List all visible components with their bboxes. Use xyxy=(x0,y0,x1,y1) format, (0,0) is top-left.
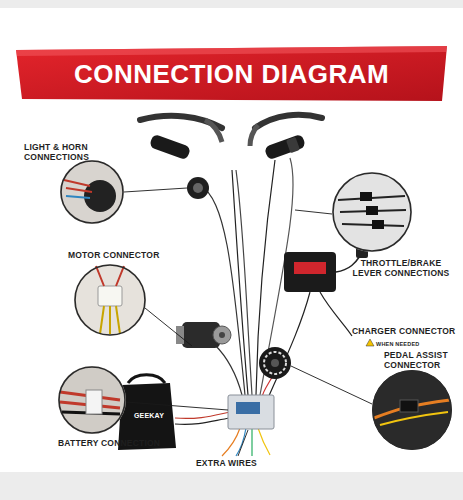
pedal-sensor xyxy=(259,347,291,379)
callout-label: PEDAL ASSIST CONNECTOR xyxy=(384,350,456,370)
banner-title: CONNECTION DIAGRAM xyxy=(20,58,443,90)
callout-outline xyxy=(58,366,126,434)
callout-circle: BATTERY CONNECTION xyxy=(58,366,126,434)
callout-photos xyxy=(58,160,452,450)
callout-label: THROTTLE/BRAKE LEVER CONNECTIONS xyxy=(345,258,457,278)
callout-ring xyxy=(333,173,411,251)
top-strip xyxy=(0,0,463,8)
callout-outline xyxy=(332,172,412,252)
callout-circle: LIGHT & HORN CONNECTIONS xyxy=(60,160,124,224)
charger xyxy=(284,244,368,336)
callout-outline xyxy=(60,160,124,224)
callout-circle: PEDAL ASSIST CONNECTOR xyxy=(372,370,452,450)
callout-label: MOTOR CONNECTOR xyxy=(68,250,168,260)
callout-label: LIGHT & HORN CONNECTIONS xyxy=(24,142,102,162)
banner-highlight xyxy=(16,46,447,56)
bottom-strip xyxy=(0,472,463,500)
callout-ring xyxy=(59,367,125,433)
handlebar-controls xyxy=(140,115,322,199)
warning-icon xyxy=(366,339,374,346)
controller xyxy=(228,395,274,429)
callout-circle: MOTOR CONNECTOR xyxy=(74,264,146,336)
callout-ring xyxy=(75,265,145,335)
callout-label: BATTERY CONNECTION xyxy=(58,438,168,448)
motor xyxy=(176,322,231,348)
title-banner xyxy=(16,46,447,101)
callout-ring xyxy=(61,161,123,223)
callout-ring xyxy=(373,371,451,449)
callout-outline xyxy=(74,264,146,336)
callout-outline xyxy=(372,370,452,450)
part-label: CHARGER CONNECTOR xyxy=(352,326,462,336)
callout-circle: THROTTLE/BRAKE LEVER CONNECTIONS xyxy=(332,172,412,252)
wiring xyxy=(175,158,310,456)
note-label: WHEN NEEDED xyxy=(376,339,436,349)
brand-label: GEEKAY xyxy=(120,411,178,421)
part-label: EXTRA WIRES xyxy=(196,458,296,468)
